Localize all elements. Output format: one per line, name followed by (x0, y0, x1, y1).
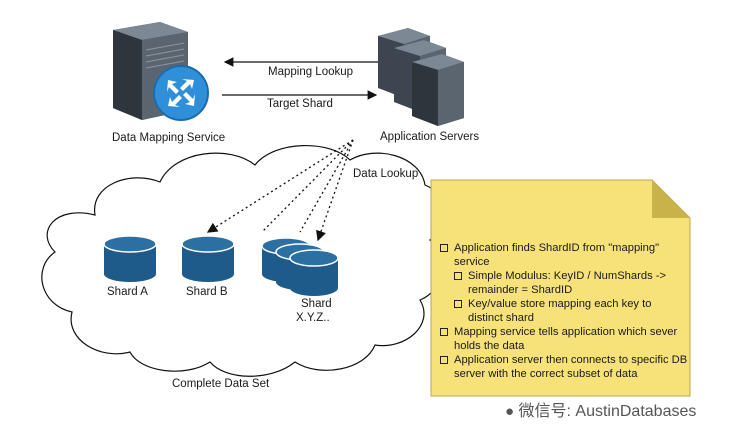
shard-a-cylinder (103, 235, 157, 282)
bullet-square-icon (440, 328, 448, 336)
note-subitem-text: Simple Modulus: KeyID / NumShards -> rem… (468, 270, 667, 296)
note-subitem-1: Simple Modulus: KeyID / NumShards -> rem… (454, 269, 688, 297)
watermark: ● 微信号: AustinDatabases (505, 397, 696, 421)
note-item-text: Mapping service tells application which … (454, 326, 678, 352)
shard-b-label: Shard B (186, 286, 228, 298)
shard-xyz-cylinders (261, 237, 339, 296)
note-subitem-text: Key/value store mapping each key to dist… (468, 298, 652, 324)
application-servers-label: Application Servers (380, 131, 480, 143)
note-item-3: Application server then connects to spec… (440, 353, 688, 381)
target-shard-label: Target Shard (267, 98, 333, 110)
note-subitem-2: Key/value store mapping each key to dist… (454, 297, 688, 325)
bullet-square-icon (440, 244, 448, 252)
data-set-cloud (41, 144, 445, 377)
wechat-icon: ● (505, 403, 515, 420)
mapping-lookup-label: Mapping Lookup (268, 66, 354, 78)
router-icon (153, 65, 209, 121)
data-lookup-lines (206, 139, 354, 242)
watermark-text: 微信号: AustinDatabases (518, 403, 697, 420)
note-item-text: Application finds ShardID from "mapping"… (454, 242, 660, 268)
note-item-text: Application server then connects to spec… (454, 354, 688, 380)
note-item-2: Mapping service tells application which … (440, 325, 688, 353)
data-mapping-service-label: Data Mapping Service (112, 132, 226, 144)
shard-xyz-label-line1: Shard (301, 298, 332, 310)
shard-b-cylinder (181, 235, 235, 282)
bullet-square-icon (454, 300, 462, 308)
data-lookup-label: Data Lookup (353, 168, 419, 180)
shard-a-label: Shard A (107, 286, 148, 298)
bullet-square-icon (454, 272, 462, 280)
application-servers-icon (378, 28, 464, 126)
shard-xyz-label-line2: X.Y.Z.. (296, 312, 330, 324)
bullet-square-icon (440, 356, 448, 364)
mapping-server-icon (113, 22, 188, 120)
note-bullet-list: Application finds ShardID from "mapping"… (440, 241, 688, 381)
note-card (430, 179, 691, 397)
note-item-1: Application finds ShardID from "mapping"… (440, 241, 688, 269)
complete-data-set-label: Complete Data Set (172, 378, 270, 390)
